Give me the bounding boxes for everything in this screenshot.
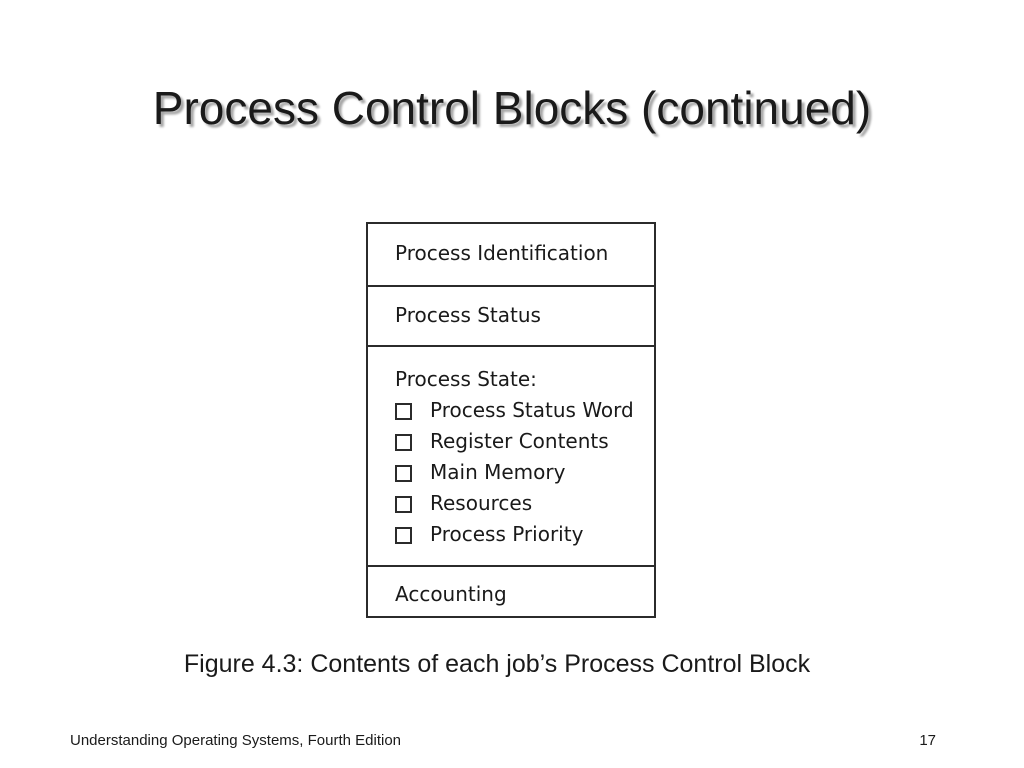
pcb-accounting-label: Accounting — [395, 582, 507, 606]
pcb-state-item: Register Contents — [395, 429, 634, 460]
pcb-section-identification: Process Identification — [368, 224, 654, 287]
slide-title: Process Control Blocks (continued) — [152, 82, 872, 134]
pcb-state-item-label: Main Memory — [430, 460, 566, 484]
pcb-state-item-label: Register Contents — [430, 429, 609, 453]
pcb-state-item-label: Process Status Word — [430, 398, 634, 422]
checkbox-empty-icon — [395, 496, 412, 513]
footer-book-title: Understanding Operating Systems, Fourth … — [70, 732, 402, 749]
pcb-state-item-label: Resources — [430, 491, 533, 515]
checkbox-empty-icon — [395, 527, 412, 544]
pcb-status-label: Process Status — [395, 303, 541, 327]
pcb-identification-label: Process Identification — [395, 241, 609, 265]
pcb-state-item-label: Process Priority — [430, 522, 584, 546]
pcb-section-accounting: Accounting — [368, 567, 654, 618]
pcb-state-item: Process Priority — [395, 522, 634, 553]
footer-page-number: 17 — [919, 732, 936, 749]
checkbox-empty-icon — [395, 403, 412, 420]
pcb-state-item: Resources — [395, 491, 634, 522]
pcb-section-state: Process State: Process Status Word Regis… — [368, 347, 654, 567]
pcb-section-status: Process Status — [368, 287, 654, 347]
checkbox-empty-icon — [395, 465, 412, 482]
pcb-state-heading: Process State: — [395, 367, 537, 391]
process-control-block-diagram: Process Identification Process Status Pr… — [366, 222, 656, 618]
pcb-state-item: Main Memory — [395, 460, 634, 491]
figure-caption: Figure 4.3: Contents of each job’s Proce… — [183, 650, 811, 678]
pcb-state-list: Process Status Word Register Contents Ma… — [395, 398, 634, 553]
pcb-state-item: Process Status Word — [395, 398, 634, 429]
checkbox-empty-icon — [395, 434, 412, 451]
